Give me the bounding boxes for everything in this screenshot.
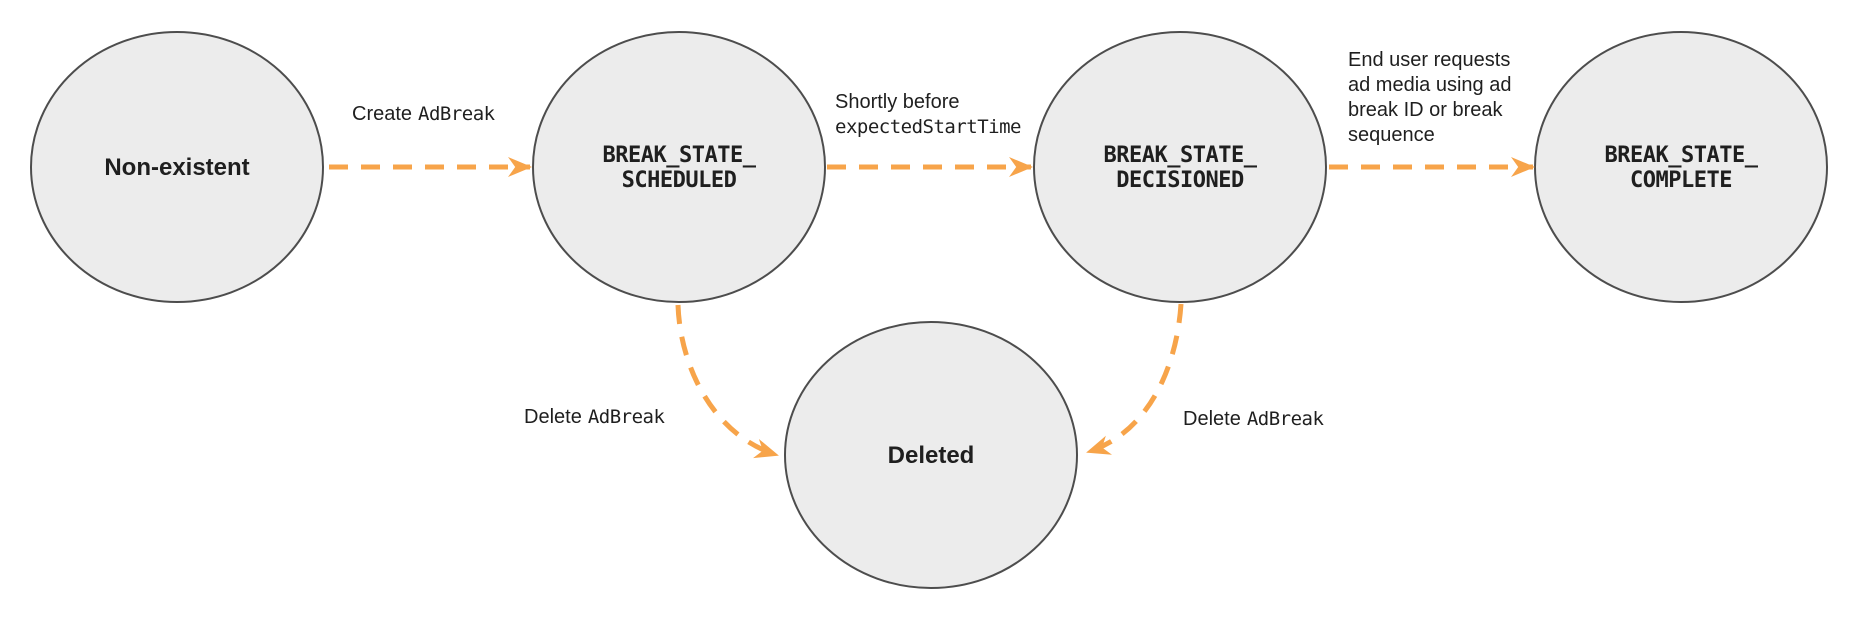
state-label-break-state-scheduled: BREAK_STATE_ SCHEDULED: [603, 143, 756, 193]
transition-arrow-delete-from-decisioned: [1086, 303, 1184, 455]
state-ellipse-break-state-scheduled: [532, 31, 826, 303]
state-label-line1: BREAK_STATE_: [602, 143, 756, 168]
state-ellipse-break-state-decisioned: [1033, 31, 1327, 303]
transition-label-delete-from-scheduled: Delete AdBreak: [524, 405, 665, 430]
label-text-line4: sequence: [1348, 124, 1435, 146]
label-text: Delete: [524, 406, 582, 428]
transition-label-delete-from-decisioned: Delete AdBreak: [1183, 407, 1324, 432]
state-label-line2: SCHEDULED: [621, 168, 737, 193]
transition-label-end-user-requests: End user requests ad media using ad brea…: [1348, 48, 1511, 148]
state-label-line2: COMPLETE: [1630, 168, 1732, 193]
transition-label-shortly-before: Shortly before expectedStartTime: [835, 90, 1021, 140]
state-label-line1: BREAK_STATE_: [1604, 143, 1758, 168]
state-ellipse-deleted: [784, 321, 1078, 589]
state-ellipse-break-state-complete: [1534, 31, 1828, 303]
label-text: Shortly before: [835, 91, 960, 113]
label-code: AdBreak: [418, 103, 495, 125]
state-label-break-state-decisioned: BREAK_STATE_ DECISIONED: [1104, 143, 1257, 193]
label-text-line3: break ID or break: [1348, 99, 1503, 121]
transition-arrow-delete-from-scheduled: [675, 304, 779, 459]
label-text: Delete: [1183, 408, 1241, 430]
label-code: AdBreak: [1246, 408, 1324, 430]
label-text-line2: ad media using ad: [1348, 74, 1512, 96]
label-code: expectedStartTime: [835, 116, 1021, 138]
state-label-non-existent: Non-existent: [104, 154, 250, 181]
state-label-line2: DECISIONED: [1116, 168, 1244, 193]
state-label-break-state-complete: BREAK_STATE_ COMPLETE: [1605, 143, 1758, 193]
label-text-line1: End user requests: [1348, 49, 1511, 71]
label-code: AdBreak: [587, 406, 665, 428]
state-ellipse-non-existent: [30, 31, 324, 303]
transition-label-create-adbreak: Create AdBreak: [352, 102, 495, 127]
state-label-line1: BREAK_STATE_: [1103, 143, 1257, 168]
state-label-deleted: Deleted: [887, 442, 975, 469]
label-text: Create: [352, 103, 413, 125]
